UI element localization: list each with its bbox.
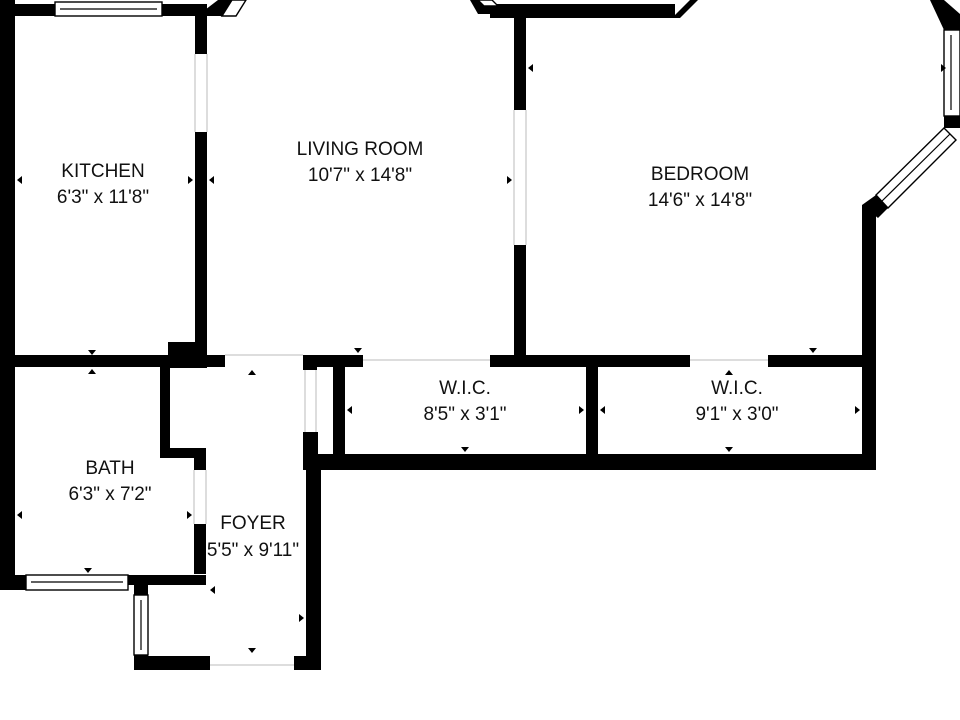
- windows: [25, 0, 960, 656]
- foyer-size: 5'5" x 9'11": [207, 540, 299, 561]
- kitchen-name: KITCHEN: [61, 161, 144, 182]
- kitchen-window: [54, 1, 163, 17]
- room-label-wic-2: W.I.C. 9'1" x 3'0": [695, 378, 778, 425]
- bath-name: BATH: [85, 458, 134, 479]
- foyer-name: FOYER: [220, 513, 285, 534]
- wic-2-name: W.I.C.: [711, 378, 763, 399]
- room-label-living-room: LIVING ROOM 10'7" x 14'8": [297, 139, 424, 186]
- walls: [0, 0, 888, 670]
- bath-size: 6'3" x 7'2": [68, 484, 151, 505]
- living-window-top: [220, 0, 247, 17]
- bath-window: [25, 574, 129, 591]
- bedroom-window-right: [943, 29, 960, 117]
- openings: [193, 54, 768, 666]
- living-room-name: LIVING ROOM: [297, 139, 424, 160]
- room-label-wic-1: W.I.C. 8'5" x 3'1": [423, 378, 506, 425]
- bedroom-name: BEDROOM: [651, 164, 749, 185]
- wic-2-size: 9'1" x 3'0": [695, 404, 778, 425]
- room-label-kitchen: KITCHEN 6'3" x 11'8": [57, 161, 149, 208]
- room-label-bath: BATH 6'3" x 7'2": [68, 458, 151, 505]
- room-label-bedroom: BEDROOM 14'6" x 14'8": [648, 164, 752, 211]
- foyer-window: [133, 594, 149, 656]
- wic-1-name: W.I.C.: [439, 378, 491, 399]
- kitchen-size: 6'3" x 11'8": [57, 187, 149, 208]
- wic-1-size: 8'5" x 3'1": [423, 404, 506, 425]
- room-label-foyer: FOYER 5'5" x 9'11": [207, 513, 299, 561]
- living-room-size: 10'7" x 14'8": [308, 165, 412, 186]
- bedroom-window-diagonal: [875, 127, 957, 210]
- bedroom-window-top: [477, 0, 500, 7]
- dimension-ticks: [17, 64, 946, 653]
- bedroom-size: 14'6" x 14'8": [648, 190, 752, 211]
